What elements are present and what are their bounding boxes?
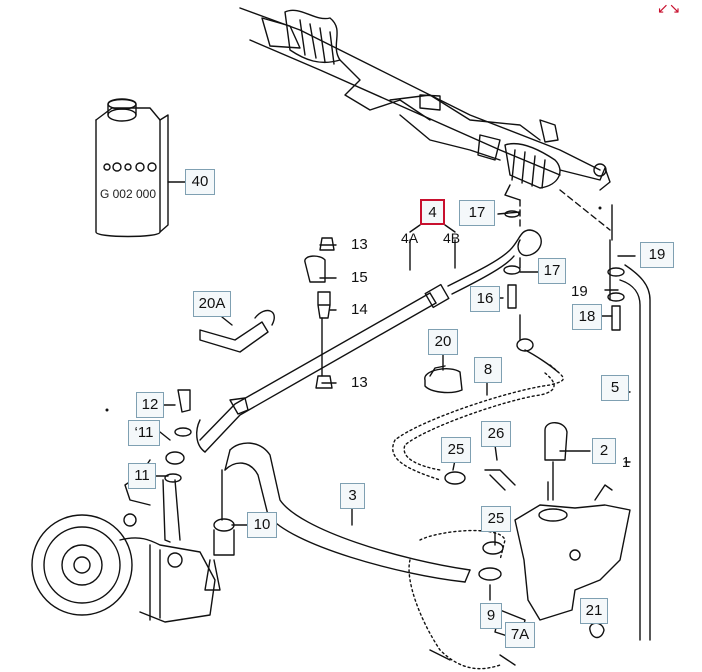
bracket-20a xyxy=(199,309,275,353)
label-1: 1 xyxy=(621,454,631,471)
return-loop-hose xyxy=(447,229,559,373)
power-steering-pump xyxy=(31,389,221,623)
callout-10[interactable]: 10 xyxy=(247,512,277,538)
callout-25-upper[interactable]: 25 xyxy=(441,437,471,463)
reservoir xyxy=(514,422,631,639)
callout-18[interactable]: 18 xyxy=(572,304,602,330)
tick-mark: ‘ xyxy=(134,424,138,441)
can-text: G 002 000 xyxy=(100,187,156,201)
label-15: 15 xyxy=(351,269,368,286)
label-19-left: 19 xyxy=(571,283,588,300)
mount-20 xyxy=(424,365,463,394)
pressure-hose xyxy=(196,283,450,453)
callout-3[interactable]: 3 xyxy=(340,483,365,509)
label-13-top: 13 xyxy=(351,236,368,253)
bullets xyxy=(105,206,602,412)
callout-5[interactable]: 5 xyxy=(601,375,629,401)
callout-7a[interactable]: 7A xyxy=(505,622,535,648)
line-5 xyxy=(607,204,651,641)
banjo-16-17 xyxy=(503,210,521,309)
fluid-can: G 002 000 xyxy=(95,98,186,238)
expand-arrows-icon[interactable]: ↙↘ xyxy=(657,0,681,16)
dotted-lower-hose xyxy=(408,529,506,670)
label-13-bottom: 13 xyxy=(351,374,368,391)
callout-4[interactable]: 4 xyxy=(420,199,445,225)
callout-26[interactable]: 26 xyxy=(481,421,511,447)
callout-21[interactable]: 21 xyxy=(580,598,608,624)
callout-11-lower[interactable]: 11 xyxy=(128,463,156,489)
steering-rack xyxy=(239,7,611,201)
callout-2[interactable]: 2 xyxy=(592,438,616,464)
callout-40[interactable]: 40 xyxy=(185,169,215,195)
label-4a: 4A xyxy=(401,230,419,246)
callout-8[interactable]: 8 xyxy=(474,357,502,383)
callout-25-lower[interactable]: 25 xyxy=(481,506,511,532)
dotted-hose xyxy=(392,364,564,481)
callout-9[interactable]: 9 xyxy=(480,603,502,629)
callout-17-lower[interactable]: 17 xyxy=(538,258,566,284)
callout-11-upper[interactable]: ‘11 xyxy=(128,420,160,446)
fittings-column xyxy=(304,237,335,389)
callout-19-right[interactable]: 19 xyxy=(640,242,674,268)
return-hose-3 xyxy=(213,442,471,583)
callout-12[interactable]: 12 xyxy=(136,392,164,418)
callout-20a[interactable]: 20A xyxy=(193,291,231,317)
clips-and-hardware xyxy=(429,469,526,666)
callout-16[interactable]: 16 xyxy=(470,286,500,312)
separation-lines xyxy=(519,189,611,231)
callout-20[interactable]: 20 xyxy=(428,329,458,355)
label-4b: 4B xyxy=(443,230,461,246)
label-14: 14 xyxy=(351,301,368,318)
callout-17-upper[interactable]: 17 xyxy=(459,200,495,226)
